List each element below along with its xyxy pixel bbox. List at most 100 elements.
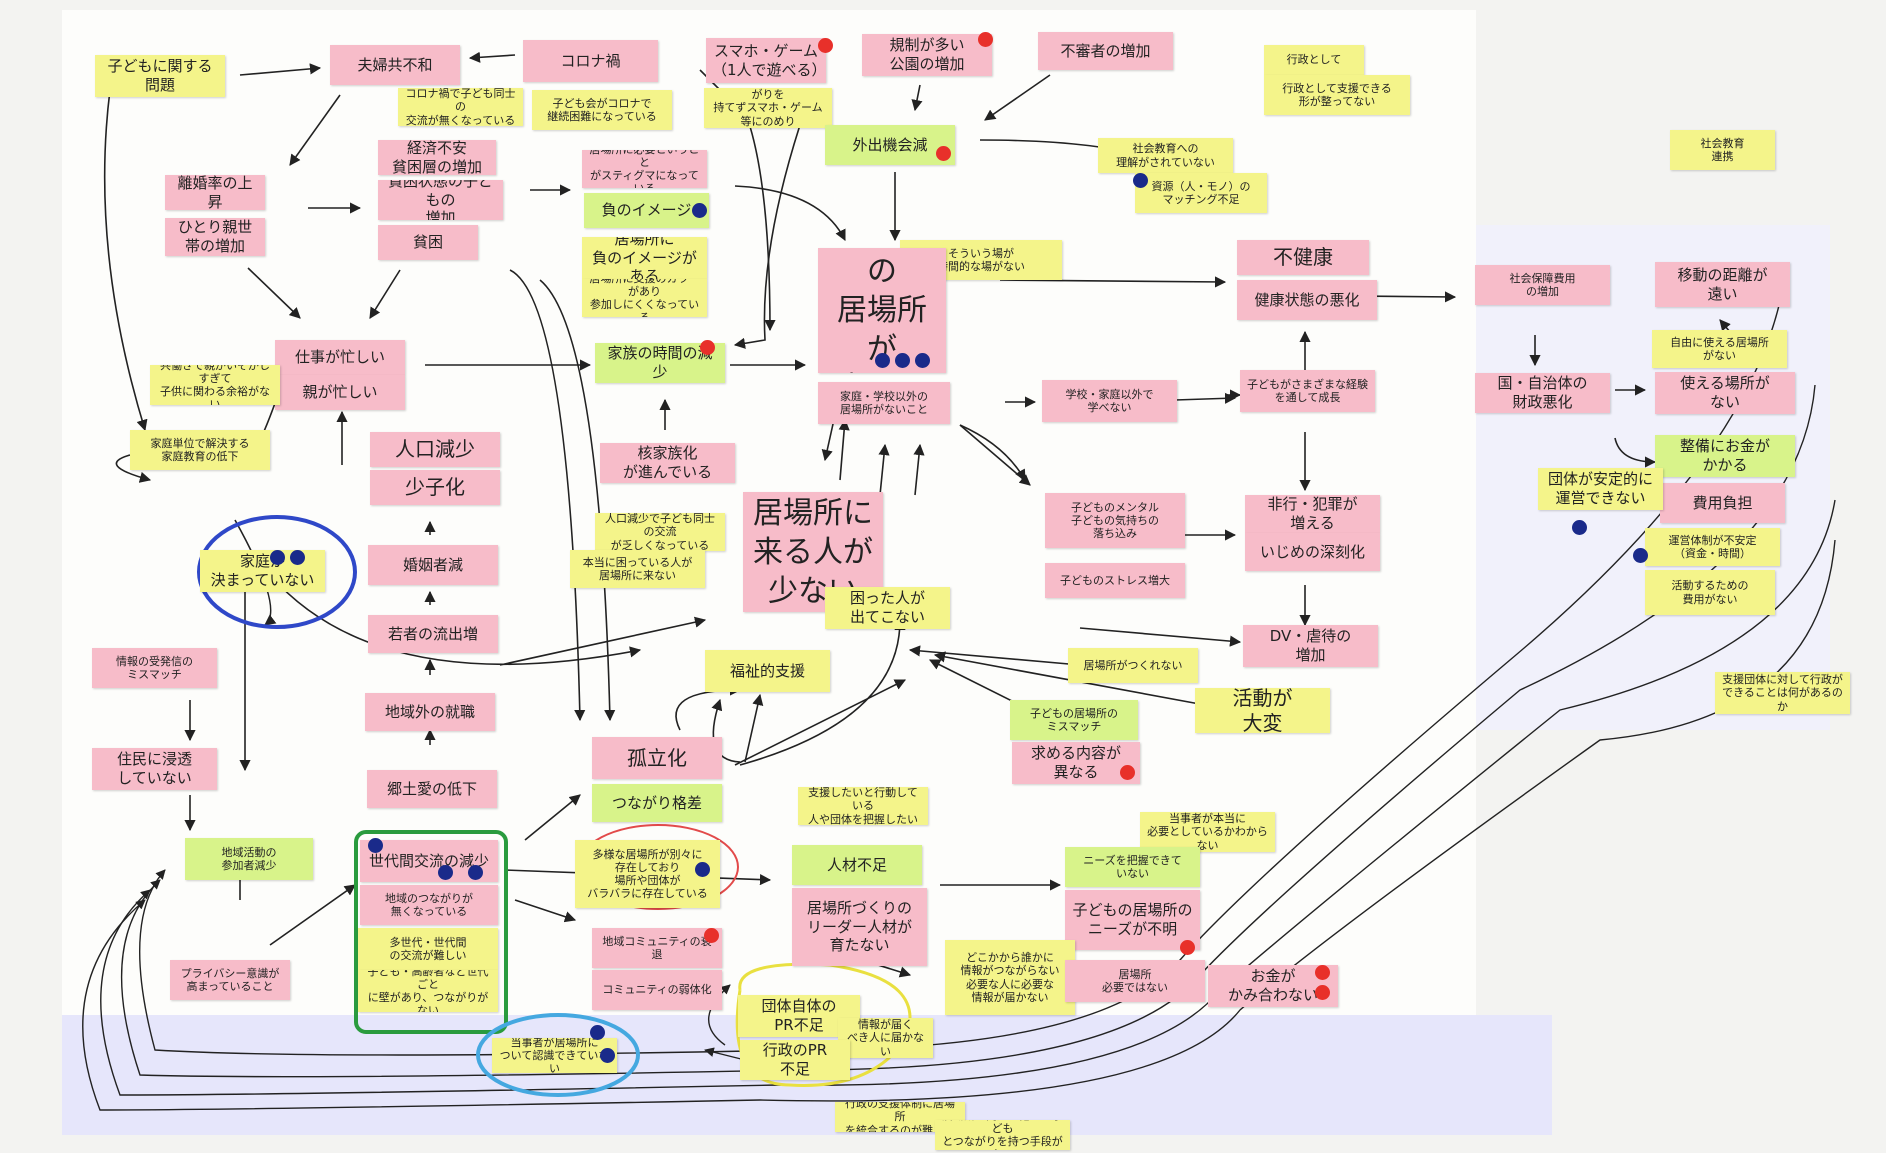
note-park-restrictions: 規制が多い 公園の増加: [862, 34, 992, 76]
arrow: [269, 884, 356, 946]
blue-dot: [895, 353, 910, 368]
arrow: [984, 74, 1051, 121]
arrow: [103, 89, 148, 432]
note-kids-club: 子ども会がコロナで 継続困難になっている: [532, 90, 672, 130]
note-nuclear-family: 核家族化 が進んでいる: [600, 443, 735, 483]
note-unhealthy: 不健康: [1237, 240, 1369, 275]
blue-dot: [590, 1025, 605, 1040]
note-staff-shortage: 人材不足: [792, 845, 922, 885]
note-bullying: いじめの深刻化: [1245, 533, 1380, 571]
note-as-admin: 行政として: [1264, 45, 1364, 75]
red-dot: [704, 928, 719, 943]
note-single-parent: ひとり親世帯の増加: [165, 218, 265, 256]
note-activity-hard: 活動が 大変: [1195, 688, 1330, 733]
arrow: [999, 276, 1227, 288]
note-few-places-for-children: 子どもの 居場所が 少ない: [818, 248, 946, 373]
note-corona-exchange: コロナ禍で子ども同士の 交流が無くなっている: [398, 88, 523, 126]
note-no-third-place: 家庭・学校以外の 居場所がないこと: [818, 382, 950, 424]
note-youth-outflow: 若者の流出増: [368, 615, 498, 653]
long-curve: [708, 984, 731, 1046]
note-info-misdirected: 情報が届く べき人に届かない: [838, 1018, 933, 1058]
note-cannot-learn-outside: 学校・家庭以外で 学べない: [1042, 380, 1177, 422]
note-low-birthrate: 少子化: [370, 470, 500, 505]
note-admin-pr: 行政のPR 不足: [740, 1040, 850, 1080]
red-dot: [1120, 765, 1135, 780]
note-support-color: 居場所に支援のカラーがあり 参加しにくくなっている: [582, 279, 707, 317]
red-dot: [1315, 965, 1330, 980]
blue-dot: [1133, 173, 1148, 188]
note-suspicious-persons: 不審者の増加: [1038, 32, 1173, 70]
blue-dot: [692, 203, 707, 218]
note-social-ed-understanding: 社会教育への 理解がされていない: [1098, 138, 1233, 173]
arrow: [739, 618, 906, 766]
note-place-negative: 居場所に 負のイメージがある: [582, 237, 707, 279]
arrow: [369, 269, 401, 319]
arrow: [675, 684, 742, 731]
blue-dot: [1572, 520, 1587, 535]
note-social-education: 社会教育 連携: [1670, 130, 1775, 170]
long-curve: [138, 274, 1786, 1056]
arrow: [734, 185, 846, 242]
note-dv-abuse: DV・虐待の 増加: [1243, 625, 1378, 667]
arrow: [115, 454, 152, 483]
note-economic-anxiety: 経済不安 貧困層の増加: [378, 140, 496, 175]
blue-dot: [438, 865, 453, 880]
note-no-usable-place: 使える場所が ない: [1655, 372, 1795, 414]
blue-dot: [695, 862, 710, 877]
red-dot: [700, 340, 715, 355]
arrow: [913, 443, 925, 496]
note-identify-supporters: 支援したいと行動している 人や団体を把握したい: [798, 787, 928, 825]
blue-dot: [290, 550, 305, 565]
note-fewer-participants: 地域活動の 参加者減少: [185, 838, 313, 880]
note-couple-discord: 夫婦共不和: [330, 45, 460, 85]
note-connection-gap: つながり格差: [592, 784, 722, 822]
note-scattered-places: 多様な居場所が別々に 存在しており 場所や団体が バラバラに存在している: [575, 840, 720, 908]
note-growth-through-experience: 子どもがさまざまな経験 を通して成長: [1240, 370, 1375, 412]
note-health-decline: 健康状態の悪化: [1237, 280, 1377, 320]
note-child-issue: 子どもに関する 問題: [95, 55, 225, 97]
arrow: [744, 693, 764, 763]
arrow: [524, 794, 581, 841]
note-home-undecided: 家庭が 決まっていない: [200, 550, 325, 592]
note-generation-walls: 子ども・高齢者など世代ごと に壁があり、つながりがない: [358, 970, 498, 1012]
note-child-stress: 子どものストレス増大: [1045, 563, 1185, 598]
note-dual-income: 共働きで親がいそがしすぎて 子供に関わる余裕がない: [150, 365, 280, 405]
long-curve: [100, 499, 1836, 1096]
note-fewer-marriages: 婚姻者減: [368, 545, 498, 585]
note-info-not-reaching: どこかから誰かに 情報がつながらない 必要な人に必要な 情報が届かない: [945, 940, 1075, 1015]
note-community-weakening: コミュニティの弱体化: [592, 970, 722, 1010]
note-place-mismatch: 子どもの居場所の ミスマッチ: [1010, 700, 1138, 740]
arrow: [911, 84, 923, 112]
note-kids-absorbed: 子どもが地域でのつながりを 持てずスマホ・ゲーム等にのめり 込んでしまう: [704, 88, 832, 128]
red-dot: [818, 38, 833, 53]
blue-dot: [875, 353, 890, 368]
note-smartphone-game: スマホ・ゲーム （1人で遊べる）: [706, 38, 826, 83]
note-community-ties: 地域のつながりが 無くなっている: [360, 885, 498, 925]
blue-circle: [197, 515, 357, 629]
note-no-free-place: 自由に使える居場所 がない: [1652, 330, 1787, 368]
blue-dot: [915, 353, 930, 368]
note-admin-support-question: 支援団体に対して行政が できることは何があるのか: [1715, 672, 1850, 714]
cyan-circle: [476, 1013, 640, 1097]
note-welfare-support: 福祉的支援: [705, 650, 830, 692]
note-busy-work: 仕事が忙しい: [275, 340, 405, 375]
note-unaware-of-places: 当事者が居場所に ついて認識できていない: [492, 1038, 617, 1073]
note-multigenerational: 多世代・世代間 の交流が難しい: [358, 928, 498, 970]
red-dot: [978, 32, 993, 47]
note-social-security-cost: 社会保障費用 の増加: [1475, 265, 1610, 305]
arrow: [509, 269, 586, 722]
note-cannot-create-place: 居場所がつくれない: [1068, 648, 1198, 683]
blue-dot: [600, 1048, 615, 1063]
note-not-spread: 住民に浸透 していない: [92, 748, 217, 790]
note-resource-mismatch: 資源（人・モノ）の マッチング不足: [1135, 173, 1267, 213]
note-no-link-means: 居場所が問題を抱える子ども とつながりを持つ手段がない: [935, 1120, 1070, 1150]
arrow: [959, 424, 1031, 486]
note-unstable-operation: 運営体制が不安定 （資金・時間）: [1645, 528, 1780, 566]
note-needy-dont-come: 本当に困っている人が 居場所に来ない: [570, 550, 705, 588]
note-maintenance-cost: 整備にお金が かかる: [1655, 435, 1795, 477]
note-divorce-rate: 離婚率の上昇: [165, 175, 265, 210]
note-unclear-need: 当事者が本当に 必要としているかわからない: [1140, 812, 1275, 852]
arrow: [1174, 392, 1237, 404]
note-stigma: 居場所に必要ということ がスティグマになっている: [582, 150, 707, 188]
arrow: [269, 574, 642, 666]
